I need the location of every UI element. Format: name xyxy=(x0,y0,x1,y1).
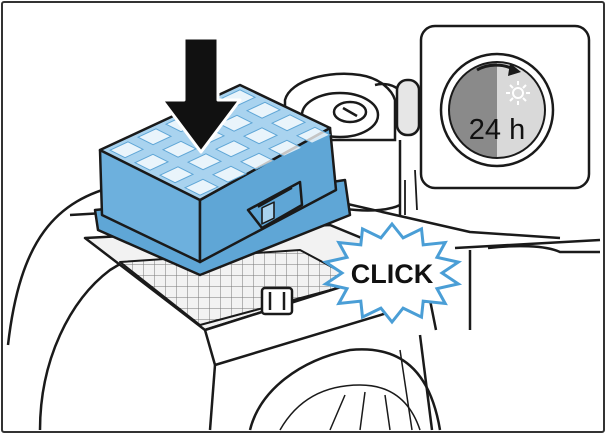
filter-cell xyxy=(133,153,170,171)
motor-housing xyxy=(283,72,421,215)
filter-cell xyxy=(136,128,173,146)
filter-cell xyxy=(295,126,332,144)
filter-cell xyxy=(239,152,276,170)
filter-cell xyxy=(214,140,251,158)
arrow-down-icon xyxy=(160,36,242,154)
click-label: CLICK xyxy=(351,259,434,289)
filter-cell xyxy=(183,178,220,196)
filter-cell xyxy=(217,114,254,132)
click-burst: CLICK xyxy=(321,221,463,325)
filter-cell xyxy=(242,127,279,145)
filter-cell xyxy=(211,165,248,183)
drying-time-label: 24 h xyxy=(469,114,525,146)
filter-cell xyxy=(161,140,198,158)
filter-cell xyxy=(158,166,195,184)
sun-icon xyxy=(506,81,530,105)
filter-cell xyxy=(186,153,223,171)
filter-cell xyxy=(270,114,307,132)
filter-cell xyxy=(245,101,282,119)
filter-cell xyxy=(267,139,304,157)
filter-cell xyxy=(108,141,145,159)
clockwise-arrow-icon xyxy=(476,63,521,76)
drying-time-inset: 24 h xyxy=(419,24,591,190)
